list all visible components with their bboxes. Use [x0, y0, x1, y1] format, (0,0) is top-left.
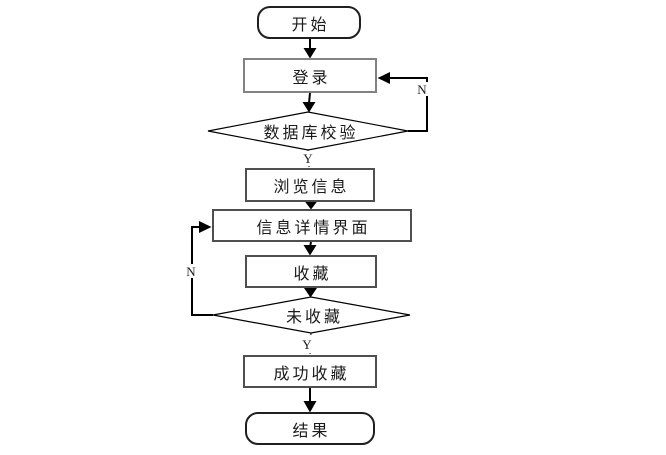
not-collected-diamond-shape: [212, 296, 411, 334]
not-collected-diamond-label: 未收藏: [285, 309, 343, 326]
db-check-no-label: N: [414, 82, 430, 96]
edge-success-end: [303, 388, 317, 413]
login-node: 登录: [243, 58, 377, 93]
edge-collect-notcollected: [304, 287, 317, 298]
not-collected-yes-label: Y: [297, 337, 317, 351]
success-collect-node: 成功收藏: [243, 355, 377, 388]
edge-browse-detail: [304, 201, 318, 210]
collect-node: 收藏: [245, 255, 377, 288]
end-node: 结果: [245, 412, 375, 445]
start-node: 开始: [257, 6, 361, 39]
browse-info-node: 浏览信息: [245, 168, 375, 202]
edge-login-dbcheck: [302, 92, 316, 113]
db-check-diamond-label: 数据库校验: [263, 125, 359, 142]
db-check-yes-label: Y: [298, 151, 318, 165]
edge-detail-collect: [303, 241, 317, 256]
edge-dbcheck-login-loop: [377, 72, 428, 132]
edge-start-login: [303, 39, 317, 59]
info-detail-node: 信息详情界面: [212, 209, 412, 242]
not-collected-no-label: N: [183, 264, 199, 278]
